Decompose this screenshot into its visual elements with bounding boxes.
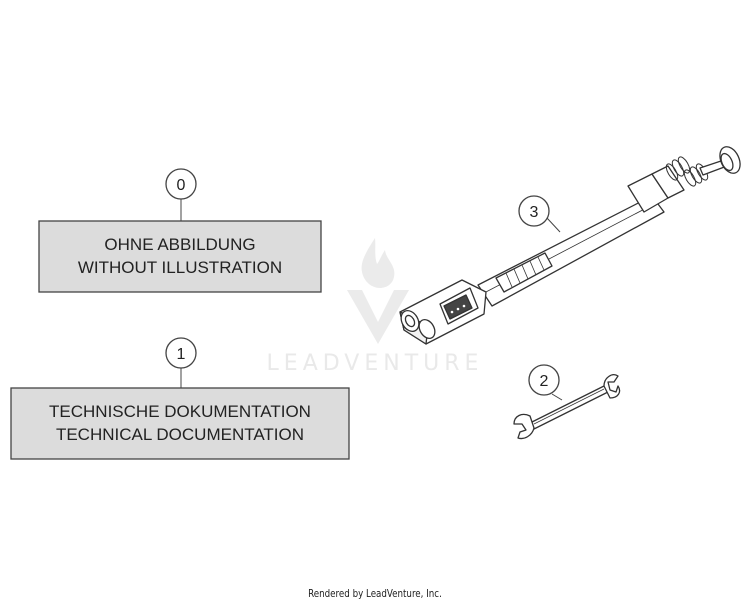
callout-0-box [38,220,322,293]
callout-3-number: 3 [530,204,539,221]
watermark-logo-icon [347,238,409,344]
callout-3-circle [518,195,550,227]
watermark: LEADVENTURE [267,238,484,376]
callout-1-label-de: TECHNISCHE DOKUMENTATION [49,402,311,421]
part-2-wrench-illustration [513,374,621,440]
callout-2: 2 [528,364,563,401]
callout-0-circle [165,168,197,200]
part-3-tool-illustration [399,146,741,345]
callout-0: 0 OHNE ABBILDUNG WITHOUT ILLUSTRATION [38,168,322,293]
callout-1: 1 TECHNISCHE DOKUMENTATION TECHNICAL DOC… [10,337,350,460]
watermark-text: LEADVENTURE [267,351,484,376]
callout-0-label-en: WITHOUT ILLUSTRATION [78,258,282,277]
callout-0-label-de: OHNE ABBILDUNG [104,235,255,254]
callout-1-label-en: TECHNICAL DOCUMENTATION [56,425,304,444]
callout-3: 3 [518,195,561,233]
footer-credit: Rendered by LeadVenture, Inc. [308,587,442,600]
callout-1-circle [165,337,197,369]
callout-1-box [10,387,350,460]
callout-0-number: 0 [177,177,186,194]
callout-2-circle [528,364,560,396]
callout-1-number: 1 [177,346,186,363]
callout-2-number: 2 [540,373,549,390]
